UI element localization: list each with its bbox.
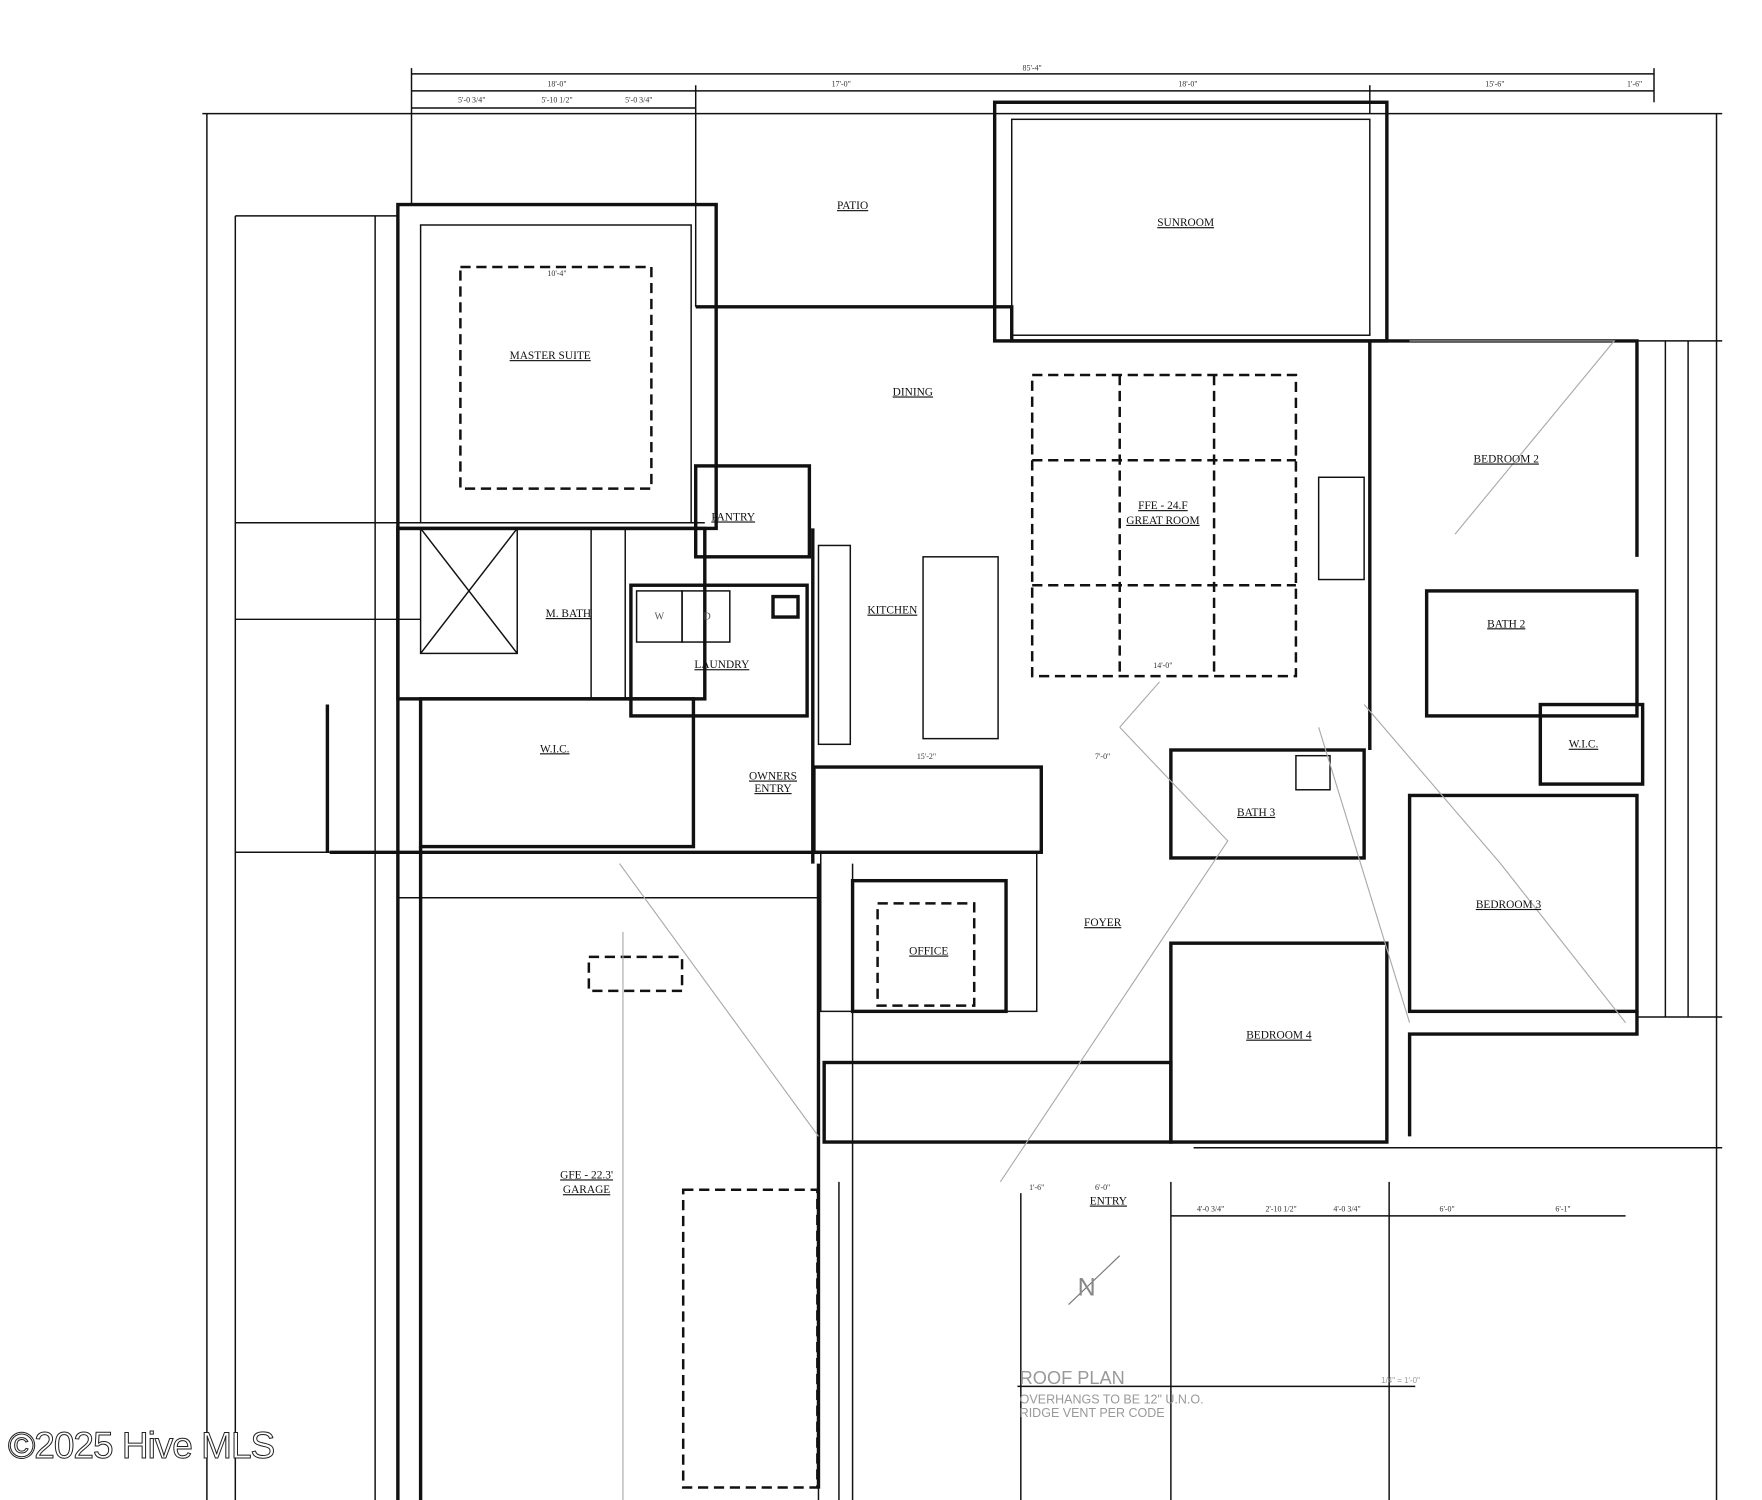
dim-top-5: 1'-6" <box>1627 79 1642 88</box>
label-pantry: PANTRY <box>711 511 755 523</box>
dim-bottom-a: 4'-0 3/4" <box>1197 1204 1224 1213</box>
roof-lines <box>619 340 1627 1500</box>
walls <box>325 100 1645 1500</box>
plan-scale: 1/4" = 1'-0" <box>1381 1376 1420 1385</box>
label-bath-3: BATH 3 <box>1237 807 1276 819</box>
label-office: OFFICE <box>909 946 948 958</box>
label-dining: DINING <box>893 386 933 398</box>
label-garage-ffe: GFE - 22.3' <box>560 1169 613 1181</box>
dim-master-inner: 10'-4" <box>547 269 566 278</box>
label-garage: GARAGE <box>563 1184 610 1196</box>
north-label: N <box>1078 1273 1096 1301</box>
label-entry: ENTRY <box>1090 1196 1127 1208</box>
label-wic-master: W.I.C. <box>540 743 570 755</box>
dim-bottom-d: 6'-0" <box>1439 1204 1454 1213</box>
dim-overall: 85'-4" <box>1023 63 1042 72</box>
label-owners-entry-1: OWNERS <box>749 771 797 783</box>
dim-master-c: 5'-0 3/4" <box>625 95 652 104</box>
dim-kitchen: 15'-2" <box>917 752 936 761</box>
north-arrow-icon: N <box>1068 1255 1121 1305</box>
dim-master-a: 5'-0 3/4" <box>458 95 485 104</box>
label-foyer: FOYER <box>1084 917 1122 929</box>
label-bedroom-4: BEDROOM 4 <box>1246 1030 1312 1042</box>
dimension-lines <box>202 68 1723 1500</box>
room-labels: PATIO SUNROOM MASTER SUITE DINING PANTRY… <box>510 200 1599 1207</box>
label-m-bath: M. BATH <box>546 608 591 620</box>
label-bath-2: BATH 2 <box>1487 618 1526 630</box>
watermark: ©2025 Hive MLS <box>7 1425 275 1467</box>
label-bedroom-3: BEDROOM 3 <box>1476 899 1542 911</box>
label-master-suite: MASTER SUITE <box>510 350 591 362</box>
plan-note-1: OVERHANGS TO BE 12" U.N.O. <box>1020 1392 1204 1406</box>
dim-bottom-b: 2'-10 1/2" <box>1265 1204 1296 1213</box>
label-kitchen: KITCHEN <box>867 605 917 617</box>
dim-top-1: 18'-0" <box>547 79 566 88</box>
plan-title: ROOF PLAN <box>1020 1368 1125 1388</box>
dim-entry-b: 6'-0" <box>1095 1183 1110 1192</box>
dim-bottom-c: 4'-0 3/4" <box>1333 1204 1360 1213</box>
label-sunroom: SUNROOM <box>1157 217 1214 229</box>
plan-note-2: RIDGE VENT PER CODE <box>1020 1406 1165 1420</box>
label-great-room-ffe: FFE - 24.F <box>1138 500 1188 512</box>
dimension-labels: 85'-4" 18'-0" 17'-0" 18'-0" 15'-6" 1'-6"… <box>458 63 1642 1213</box>
label-great-room: GREAT ROOM <box>1126 515 1199 527</box>
dim-foyer: 7'-0" <box>1095 752 1110 761</box>
label-owners-entry-2: ENTRY <box>754 783 791 795</box>
label-wic-bed3: W.I.C. <box>1569 739 1599 751</box>
dim-top-3: 18'-0" <box>1178 79 1197 88</box>
ceiling-outlines <box>459 265 1298 1489</box>
label-laundry: LAUNDRY <box>694 659 749 671</box>
label-bedroom-2: BEDROOM 2 <box>1474 454 1540 466</box>
label-washer: W <box>655 611 665 622</box>
dim-bottom-e: 6'-1" <box>1555 1204 1570 1213</box>
dim-top-2: 17'-0" <box>832 79 851 88</box>
label-patio: PATIO <box>837 200 868 212</box>
dim-entry-a: 1'-6" <box>1029 1183 1044 1192</box>
dim-master-b: 5'-10 1/2" <box>541 95 572 104</box>
dim-top-4: 15'-6" <box>1485 79 1504 88</box>
dim-great-room: 14'-0" <box>1153 661 1172 670</box>
label-dryer: D <box>703 611 710 622</box>
